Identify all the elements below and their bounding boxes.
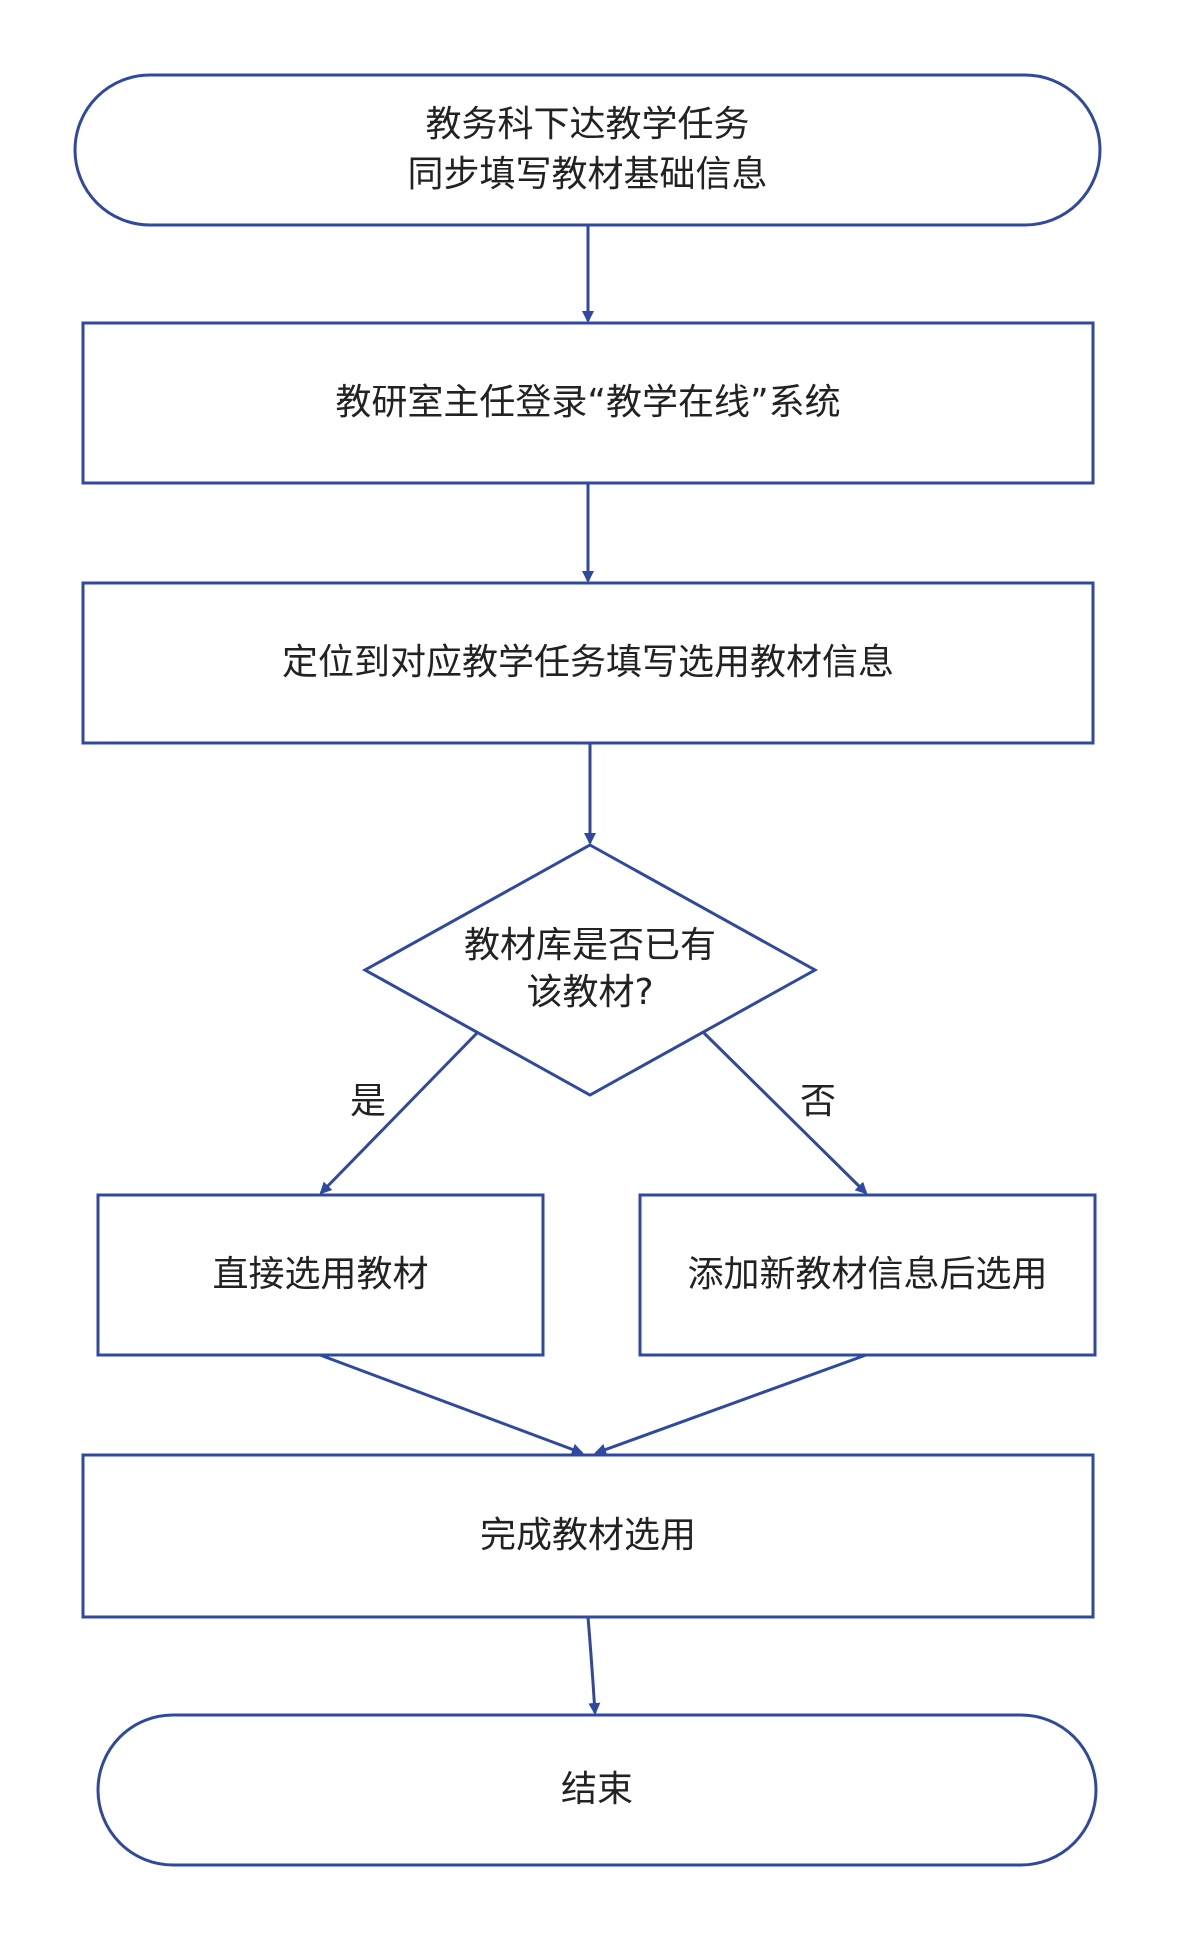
end-node: 结束	[98, 1715, 1096, 1865]
add-new-shape	[638, 1193, 1097, 1357]
start-text-line1: 教务科下达教学任务	[425, 103, 750, 145]
arrow-direct-to-complete	[319, 1353, 584, 1456]
yes-branch-label: 是	[350, 1081, 387, 1122]
complete-node: 完成教材选用	[83, 1455, 1093, 1617]
locate-text: 定位到对应教学任务填写选用教材信息	[281, 641, 894, 683]
arrow-add-to-complete	[594, 1353, 867, 1456]
login-process-shape	[81, 321, 1095, 485]
decision-node: 教材库是否已有 该教材?	[420, 900, 760, 1040]
direct-select-node: 直接选用教材	[98, 1195, 543, 1355]
direct-select-text: 直接选用教材	[212, 1253, 429, 1295]
start-text-line2: 同步填写教材基础信息	[407, 154, 768, 195]
complete-process-shape	[81, 1453, 1095, 1619]
complete-text: 完成教材选用	[479, 1514, 696, 1556]
add-new-node: 添加新教材信息后选用	[640, 1195, 1095, 1355]
arrow-complete-to-end	[586, 1616, 601, 1715]
login-node: 教研室主任登录“教学在线”系统	[83, 323, 1093, 483]
locate-process-shape	[81, 581, 1095, 745]
arrow-decision-no	[702, 1031, 868, 1195]
arrow-decision-yes	[319, 1031, 479, 1195]
no-branch-label: 否	[800, 1081, 837, 1122]
direct-select-shape	[96, 1193, 545, 1357]
add-new-text: 添加新教材信息后选用	[687, 1253, 1048, 1295]
end-text: 结束	[560, 1768, 633, 1810]
end-terminal-shape	[96, 1713, 1098, 1867]
start-node: 教务科下达教学任务 同步填写教材基础信息	[75, 75, 1100, 225]
decision-text-line2: 该教材?	[526, 972, 654, 1013]
decision-text-line1: 教材库是否已有	[463, 925, 716, 967]
login-text: 教研室主任登录“教学在线”系统	[335, 381, 841, 423]
decision-diamond-shape	[361, 843, 819, 1097]
locate-node: 定位到对应教学任务填写选用教材信息	[83, 583, 1093, 743]
